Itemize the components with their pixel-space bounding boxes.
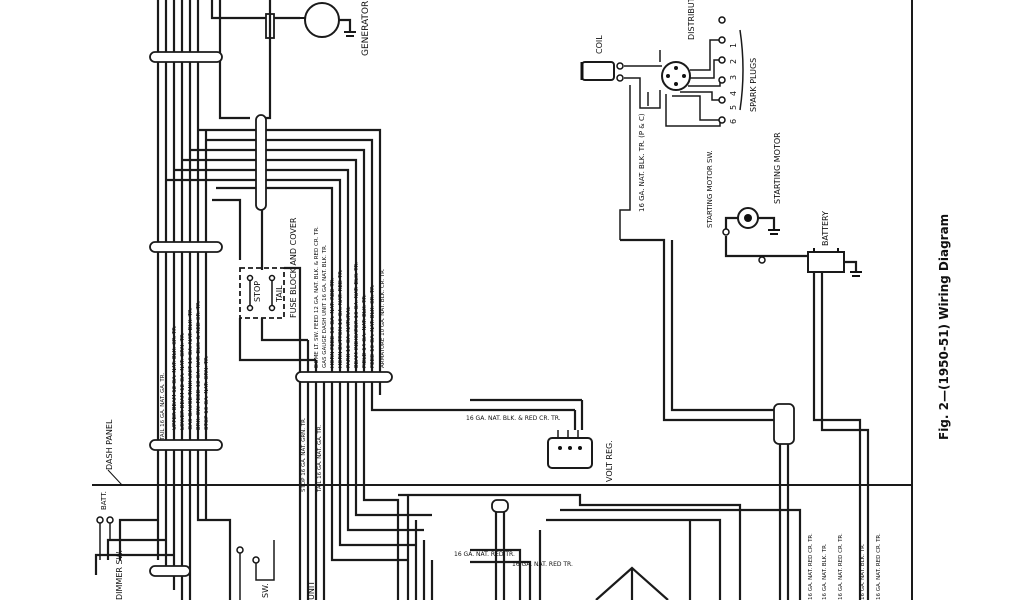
batt-terminal-label: BATT. xyxy=(100,491,108,510)
wire-label-mid-2: HORN FEED 16 GA. NAT. RED TR. xyxy=(330,278,336,368)
wire-label-left-5: STOP 16 GA. NAT. GRN. TR. xyxy=(204,355,210,430)
coil xyxy=(580,61,624,82)
figure-title: Fig. 2—(1950-51) Wiring Diagram xyxy=(937,214,951,440)
spark-plug-5: 5 xyxy=(729,105,738,110)
harness-clamp xyxy=(295,371,393,383)
volt-reg-wire-label: 16 GA. NAT. BLK. & RED CR. TR. xyxy=(466,415,561,422)
wire-label-lower-0: STOP 16 GA. NAT. GRN. TR. xyxy=(301,417,307,492)
dimmer-switch xyxy=(96,516,114,560)
dash-panel-pointer xyxy=(107,469,123,486)
wire-label-mid-1: GAS GAUGE DASH UNIT 16 GA. NAT. BLK. TR. xyxy=(322,244,328,368)
harness-clamp xyxy=(149,439,223,451)
starting-motor xyxy=(722,207,780,236)
lower-switch xyxy=(236,540,275,600)
wire-label-br-4: 16 GA. NAT. RED CR. TR. xyxy=(876,533,882,600)
harness-clamp xyxy=(773,403,795,445)
sw-label: SW. xyxy=(261,583,270,598)
harness-clamp xyxy=(149,241,223,253)
spark-plugs xyxy=(718,16,744,124)
wire-label-mid-3: HORN BUTTON 16 GA. NAT. RED TR. xyxy=(338,269,344,368)
spark-plugs-label: SPARK PLUGS xyxy=(749,58,758,112)
generator xyxy=(262,0,356,120)
wire-label-mid-8: ARMATURE 10 GA. NAT. BLK. CR. TR. xyxy=(380,268,386,368)
harness-clamp xyxy=(255,114,267,211)
distributor xyxy=(619,39,721,240)
wire-label-br-1: 16 GA. NAT. BLK. TR. xyxy=(822,543,828,600)
wire-label-left-2: LOWER BEAM 12 GA. NAT. GRN. TR. xyxy=(180,332,186,430)
fuse-tail-label: TAIL xyxy=(275,285,284,303)
spark-plug-4: 4 xyxy=(729,91,738,96)
dash-panel-label: DASH PANEL xyxy=(105,419,114,470)
spark-plug-6: 6 xyxy=(729,119,738,124)
right-harness xyxy=(620,238,870,600)
distributor-label: DISTRIBUTOR xyxy=(687,0,696,40)
wire-label-br-0: 16 GA. NAT. RED CR. TR. xyxy=(808,533,814,600)
generator-label: GENERATOR xyxy=(361,1,371,56)
wire-label-mid-4: PARK 16 GA. NATURAL xyxy=(346,306,352,368)
starting-motor-label: STARTING MOTOR xyxy=(773,132,782,204)
wire-label-stub-2: 16 GA. NAT. RED TR. xyxy=(512,561,573,568)
wire-label-left-1: UPPER BEAM 12 GA. NAT. BLK. CR. TR. xyxy=(172,325,178,430)
unit-label: UNIT xyxy=(307,581,316,600)
battery xyxy=(724,236,862,277)
wire-label-br-2: 16 GA. NAT. RED CR. TR. xyxy=(838,533,844,600)
wire-label-lower-1: TAIL 16 GA. NAT. GA. TR. xyxy=(317,425,323,493)
dash-lower-wiring xyxy=(398,493,802,600)
fuse-stop-label: STOP xyxy=(253,281,262,302)
battery-label: BATTERY xyxy=(821,211,830,246)
harness-clamp xyxy=(491,499,509,513)
coil-label: COIL xyxy=(595,35,604,54)
middle-harness xyxy=(238,266,575,600)
harness-clamp xyxy=(149,51,223,63)
wire-label-br-3: 16 GA. NAT. BLK. TR. xyxy=(860,543,866,600)
wire-label-left-4: BRK. SW. FEED 12 GA. NAT. BLK. & RED CR.… xyxy=(196,300,202,430)
spark-plug-1: 1 xyxy=(729,43,738,48)
spark-plug-2: 2 xyxy=(729,59,738,64)
volt-regulator xyxy=(470,398,593,469)
wire-label-mid-0: DOME LT. SW. FEED 12 GA. NAT. BLK. & RED… xyxy=(314,226,320,368)
wire-label-mid-6: FIELD 14 GA. NAT. BLK. TR. xyxy=(362,294,368,368)
wire-label-left-0: TAIL 16 GA. NAT. GA. TR. xyxy=(160,373,166,441)
spark-plug-3: 3 xyxy=(729,75,738,80)
wire-label-mid-5: BEAM INDICATOR 16 GA. NAT. BLK. TR. xyxy=(354,262,360,368)
coil-lead-label: 16 GA. NAT. BLK. TR. (P & C) xyxy=(638,113,646,212)
volt-reg-label: VOLT REG. xyxy=(605,440,614,482)
harness-clamp xyxy=(149,565,191,577)
wire-label-stub-1: 16 GA. NAT. RED TR. xyxy=(454,551,515,558)
wire-label-mid-7: FEED 10 GA. NAT. BLK. CR. TR. xyxy=(370,284,376,368)
starting-motor-sw-text: STARTING MOTOR SW. xyxy=(706,150,714,228)
dimmer-switch-label: DIMMER SW. xyxy=(115,550,124,600)
wire-label-left-3: GAS GAUGE TANK UNIT 16 GA. NAT. BLK. TR. xyxy=(188,307,194,430)
starting-motor-sw-label: STARTING MOTOR SW. xyxy=(706,150,714,228)
